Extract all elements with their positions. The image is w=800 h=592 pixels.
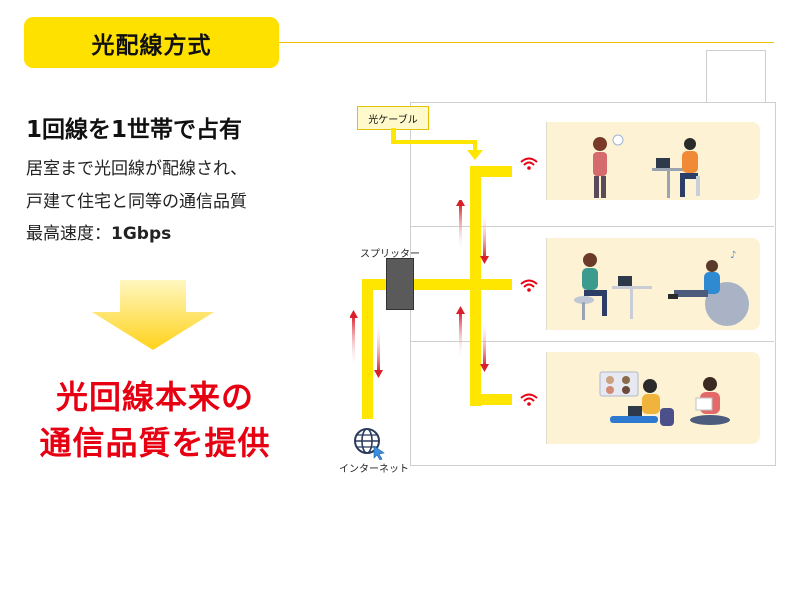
speed-line: 最高速度：1Gbps: [26, 219, 171, 244]
fiber-branch-top: [470, 166, 515, 177]
svg-text:♪: ♪: [730, 250, 736, 261]
splitter-box: [386, 258, 414, 310]
internet-label: インターネット: [339, 464, 409, 475]
floor-divider: [410, 341, 774, 342]
down-arrow-icon: [92, 280, 214, 350]
rooftop-structure: [706, 50, 766, 104]
cable-connector: [473, 140, 477, 154]
globe-icon: [354, 428, 385, 460]
page-title: 光配線方式: [24, 17, 279, 68]
room-top: [512, 122, 760, 200]
splitter-label: スプリッター: [360, 249, 420, 260]
cable-label: 光ケーブル: [357, 106, 429, 130]
cable-connector: [391, 140, 475, 144]
cable-connector: [391, 128, 396, 142]
description-line-1: 居室まで光回線が配線され、: [26, 159, 248, 179]
room-wall: [512, 122, 547, 200]
description-line-2: 戸建て住宅と同等の通信品質: [26, 192, 247, 212]
wifi-icon: [520, 279, 538, 292]
result-line-1: 光回線本来の: [55, 378, 254, 416]
floor-divider: [410, 226, 774, 227]
connector-arrow-icon: [467, 150, 483, 160]
wifi-icon: [520, 393, 538, 406]
room-middle: ♪: [512, 238, 760, 330]
people-illustration: [593, 134, 700, 198]
wifi-icon: [520, 157, 538, 170]
speed-value: 1Gbps: [111, 224, 172, 244]
speed-label: 最高速度：: [26, 224, 111, 244]
fiber-to-splitter: [362, 279, 390, 290]
room-wall: [512, 352, 547, 444]
people-illustration: ♪: [574, 250, 749, 326]
fiber-internet-line: [362, 279, 373, 419]
flow-arrows: [350, 200, 489, 378]
sub-heading: 1回線を1世帯で占有: [26, 117, 243, 143]
result-line-2: 通信品質を提供: [39, 424, 271, 462]
room-bottom: [512, 352, 760, 444]
title-underline: [279, 42, 774, 43]
room-wall: [512, 238, 547, 330]
fiber-branch-bottom: [470, 394, 515, 405]
fiber-branch-middle: [410, 279, 515, 290]
people-illustration: [599, 371, 730, 426]
